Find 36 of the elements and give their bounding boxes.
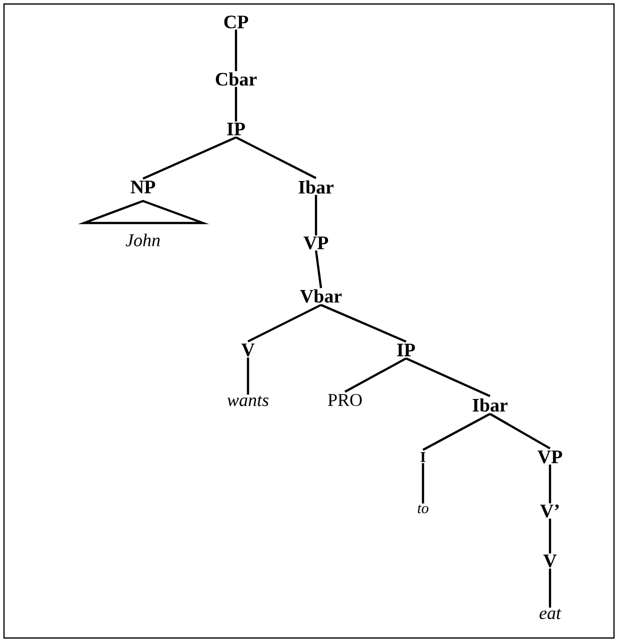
category-label: VP (538, 450, 562, 464)
tree-branch (406, 357, 490, 398)
category-label: V’ (540, 504, 559, 518)
tree-branch (320, 304, 406, 343)
tree-branch (314, 250, 322, 288)
category-label: VP (304, 236, 328, 250)
category-label: V (543, 554, 557, 568)
word-label: John (126, 234, 160, 246)
tree-branch (142, 136, 236, 180)
tree-branch (344, 357, 407, 393)
tree-branch (548, 518, 552, 554)
word-label: PRO (328, 394, 362, 406)
category-label: IP (227, 122, 245, 136)
category-label: Ibar (472, 398, 508, 412)
tree-branch (246, 358, 250, 395)
tree-branch (234, 30, 238, 72)
tree-branch (422, 463, 424, 504)
word-label: wants (227, 396, 268, 406)
tree-branch (548, 464, 552, 504)
tree-branch (548, 568, 552, 608)
tree-branch (234, 86, 238, 122)
tree-branch (314, 194, 318, 236)
tree-branch (236, 136, 316, 180)
category-label: V (241, 344, 255, 356)
category-label: CP (224, 16, 248, 28)
category-label: Cbar (216, 72, 257, 86)
tree-branch (248, 304, 322, 342)
category-label: I (420, 452, 426, 462)
word-label: eat (540, 608, 562, 620)
category-label: Vbar (300, 289, 342, 303)
category-label: IP (397, 344, 415, 356)
category-label: NP (130, 180, 156, 194)
tree-branch (489, 412, 551, 450)
category-label: Ibar (298, 180, 334, 194)
tree-branch (422, 412, 491, 451)
word-label: to (418, 504, 428, 514)
